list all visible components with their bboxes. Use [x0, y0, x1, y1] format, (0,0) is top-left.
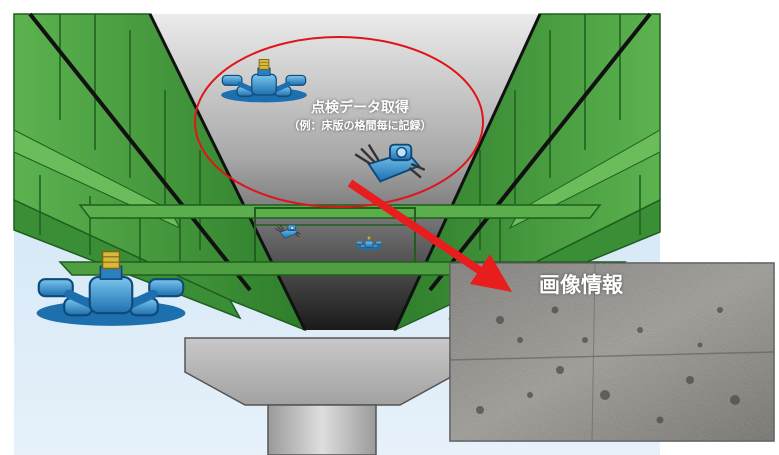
inspection-area-ellipse [194, 36, 484, 208]
left-girder [13, 12, 307, 332]
pointer-arrow [347, 179, 512, 292]
inspection-subtitle: （例：床版の格間毎に記録） [288, 119, 432, 132]
concrete-photo [449, 262, 775, 442]
inspection-title: 点検データ取得 [311, 100, 409, 116]
photo-label: 画像情報 [539, 273, 623, 297]
bridge-pier [184, 337, 461, 455]
